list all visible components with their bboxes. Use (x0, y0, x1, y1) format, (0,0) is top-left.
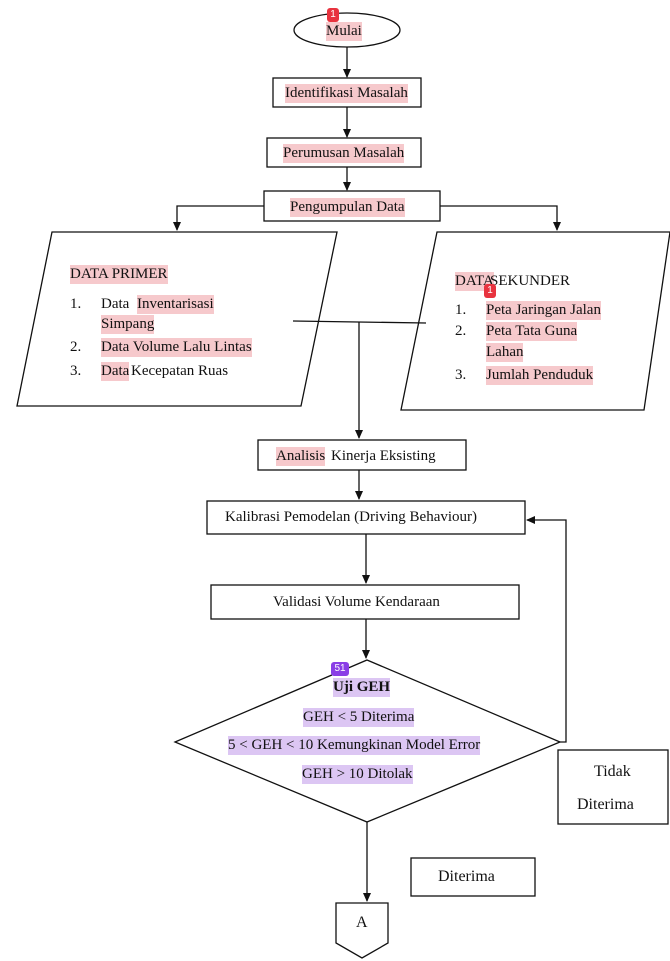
accept-label: Diterima (438, 868, 495, 885)
offpage-connector-shape (335, 902, 389, 959)
reject-label-line1: Tidak (594, 763, 631, 780)
primary-item-1-number: 1. (70, 296, 82, 312)
start-badge: 1 (327, 8, 339, 22)
arrow-collect-secondary (440, 205, 561, 231)
calibration-box (206, 500, 526, 535)
primary-item-1-text-b: Inventarisasi (137, 295, 214, 314)
primary-item-2-text: Data Volume Lalu Lintas (101, 338, 252, 357)
secondary-item-3-number: 3. (455, 367, 467, 383)
primary-item-1-text-a: Data (101, 296, 130, 312)
secondary-item-1-text: Peta Jaringan Jalan (486, 301, 601, 320)
reject-label-box (557, 749, 669, 825)
secondary-item-3-text: Jumlah Penduduk (486, 366, 594, 385)
decision-line-3: GEH > 10 Ditolak (302, 765, 413, 784)
arrow-collect-primary (173, 205, 264, 231)
primary-item-1-text-line2: Simpang (101, 315, 155, 334)
reject-label-line2: Diterima (577, 796, 634, 813)
calibration-label: Kalibrasi Pemodelan (Driving Behaviour) (225, 509, 478, 525)
secondary-item-1-number: 1. (455, 302, 467, 318)
decision-title: Uji GEH (333, 678, 391, 697)
arrow-reject-loop (526, 516, 567, 743)
analysis-label-b: Kinerja Eksisting (331, 448, 436, 464)
identify-label: Identifikasi Masalah (285, 84, 408, 103)
decision-line-1: GEH < 5 Diterima (303, 708, 415, 727)
primary-title: DATA PRIMER (70, 265, 168, 284)
analysis-label-a: Analisis (276, 447, 326, 466)
secondary-badge: 1 (484, 284, 496, 298)
validation-label: Validasi Volume Kendaraan (273, 594, 440, 610)
primary-item-3-text-b: Kecepatan Ruas (131, 363, 229, 379)
primary-item-3-text-a: Data (101, 362, 130, 381)
decision-badge: 51 (331, 662, 349, 676)
validation-box (210, 584, 520, 620)
secondary-item-2-text-line1: Peta Tata Guna (486, 322, 578, 341)
formulate-label: Perumusan Masalah (283, 144, 405, 163)
secondary-item-2-number: 2. (455, 323, 467, 339)
collect-label: Pengumpulan Data (290, 198, 405, 217)
start-label: Mulai (326, 22, 362, 41)
offpage-connector-label: A (356, 914, 368, 931)
primary-item-2-number: 2. (70, 339, 82, 355)
secondary-title-b: SEKUNDER (490, 273, 571, 289)
primary-item-3-number: 3. (70, 363, 82, 379)
accept-label-box (410, 857, 536, 897)
secondary-item-2-text-line2: Lahan (486, 343, 524, 362)
decision-line-2: 5 < GEH < 10 Kemungkinan Model Error (228, 736, 481, 755)
